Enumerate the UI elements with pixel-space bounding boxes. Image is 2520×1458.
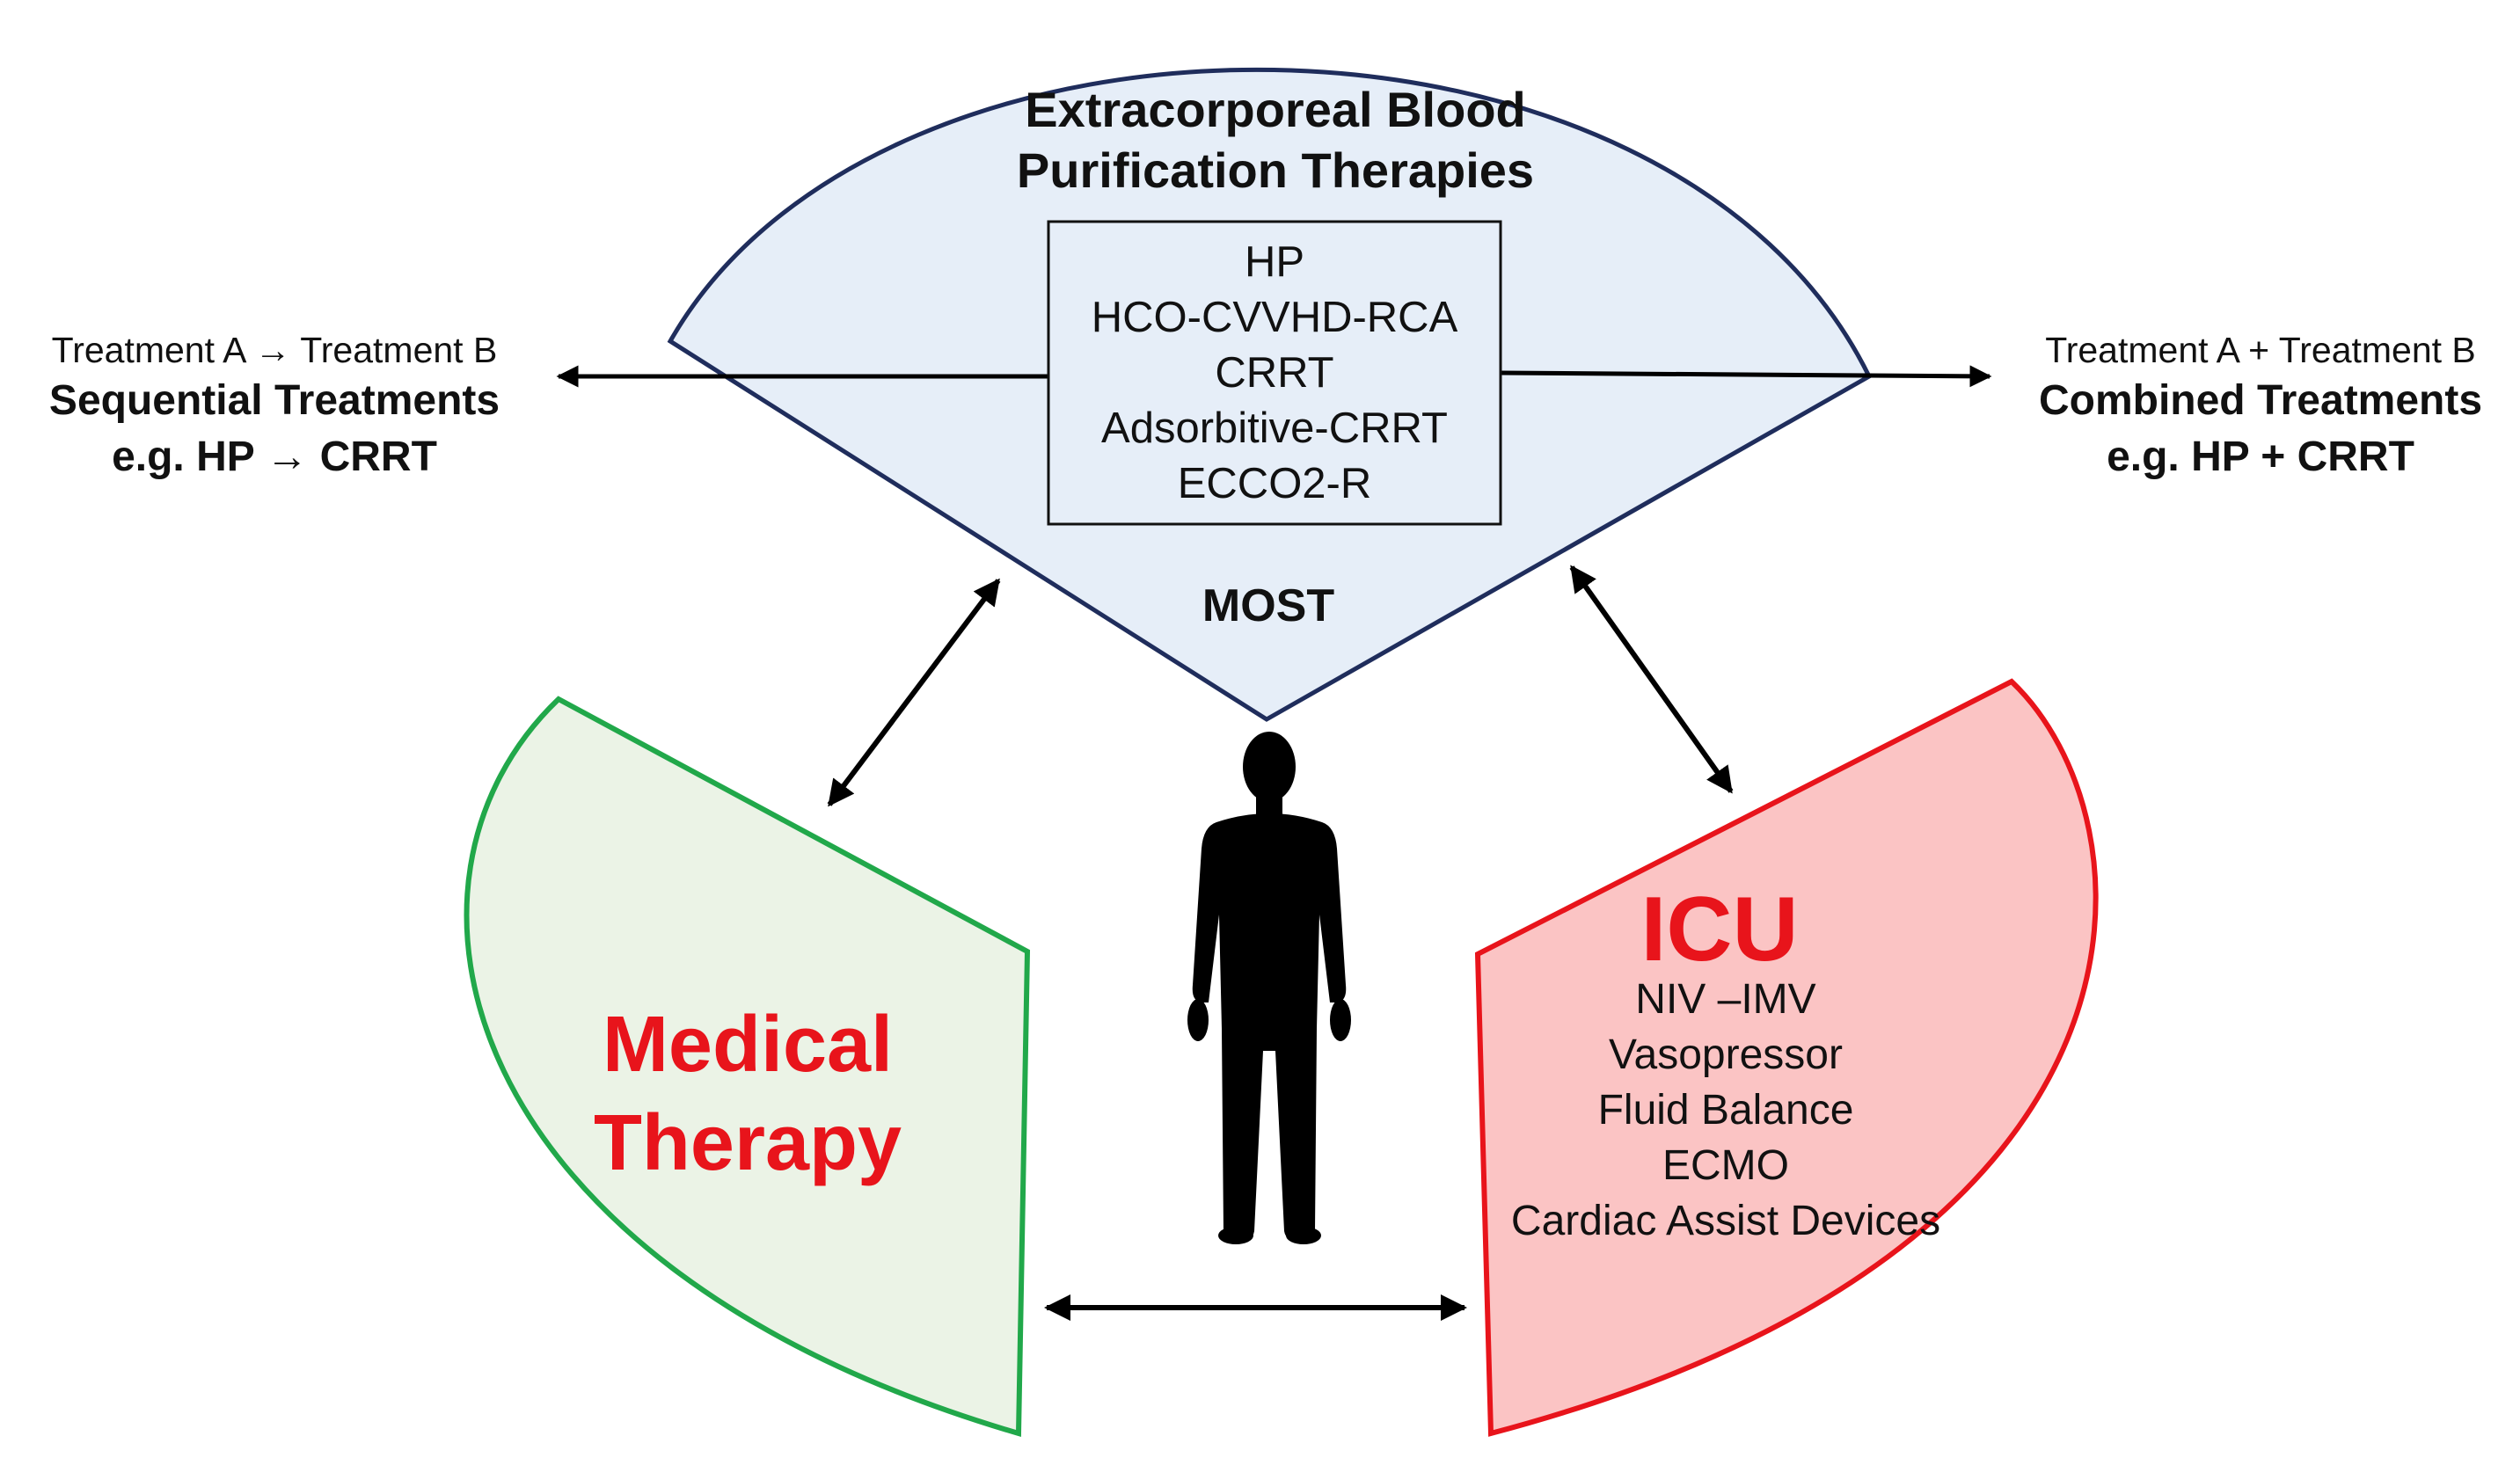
combined-arrow xyxy=(1500,365,1992,388)
medical-therapy-title-line-2: Therapy xyxy=(594,1099,902,1187)
combined-treatments-heading: Combined Treatments xyxy=(2039,377,2482,424)
top-medical-double-arrow xyxy=(827,578,1001,807)
top-sector-title-line-2: Purification Therapies xyxy=(1017,142,1534,198)
medical-therapy-title-line-1: Medical xyxy=(603,1001,893,1089)
therapy-item-adsorbitive: Adsorbitive-CRRT xyxy=(1101,405,1448,452)
therapies-box xyxy=(1047,220,1502,526)
most-label: MOST xyxy=(1202,580,1334,631)
therapy-item-hco: HCO-CVVHD-RCA xyxy=(1092,294,1458,341)
top-sector-title-line-1: Extracorporeal Blood xyxy=(1025,82,1525,137)
therapy-item-crrt: CRRT xyxy=(1215,349,1333,397)
icu-sector-shape xyxy=(1474,678,2099,1437)
therapy-item-ecco2r: ECCO2-R xyxy=(1178,460,1372,507)
medical-therapy-sector-shape xyxy=(464,696,1031,1437)
icu-item-vasopressor: Vasopressor xyxy=(1609,1032,1843,1078)
sequential-treatment-line: Treatment A → Treatment B xyxy=(52,330,498,370)
icu-item-cardiac-assist: Cardiac Assist Devices xyxy=(1511,1198,1940,1244)
icu-item-niv: NIV –IMV xyxy=(1635,976,1815,1023)
therapy-item-hp: HP xyxy=(1245,238,1304,286)
combined-example: e.g. HP + CRRT xyxy=(2107,434,2414,480)
icu-item-ecmo: ECMO xyxy=(1662,1142,1789,1189)
combined-treatment-line: Treatment A + Treatment B xyxy=(2045,330,2476,370)
sequential-treatments-heading: Sequential Treatments xyxy=(49,377,500,424)
icu-item-fluid-balance: Fluid Balance xyxy=(1598,1087,1854,1134)
sequential-example: e.g. HP → CRRT xyxy=(112,434,437,480)
top-icu-double-arrow xyxy=(1569,565,1734,794)
icu-title: ICU xyxy=(1640,878,1798,981)
human-silhouette-icon xyxy=(1187,732,1351,1244)
